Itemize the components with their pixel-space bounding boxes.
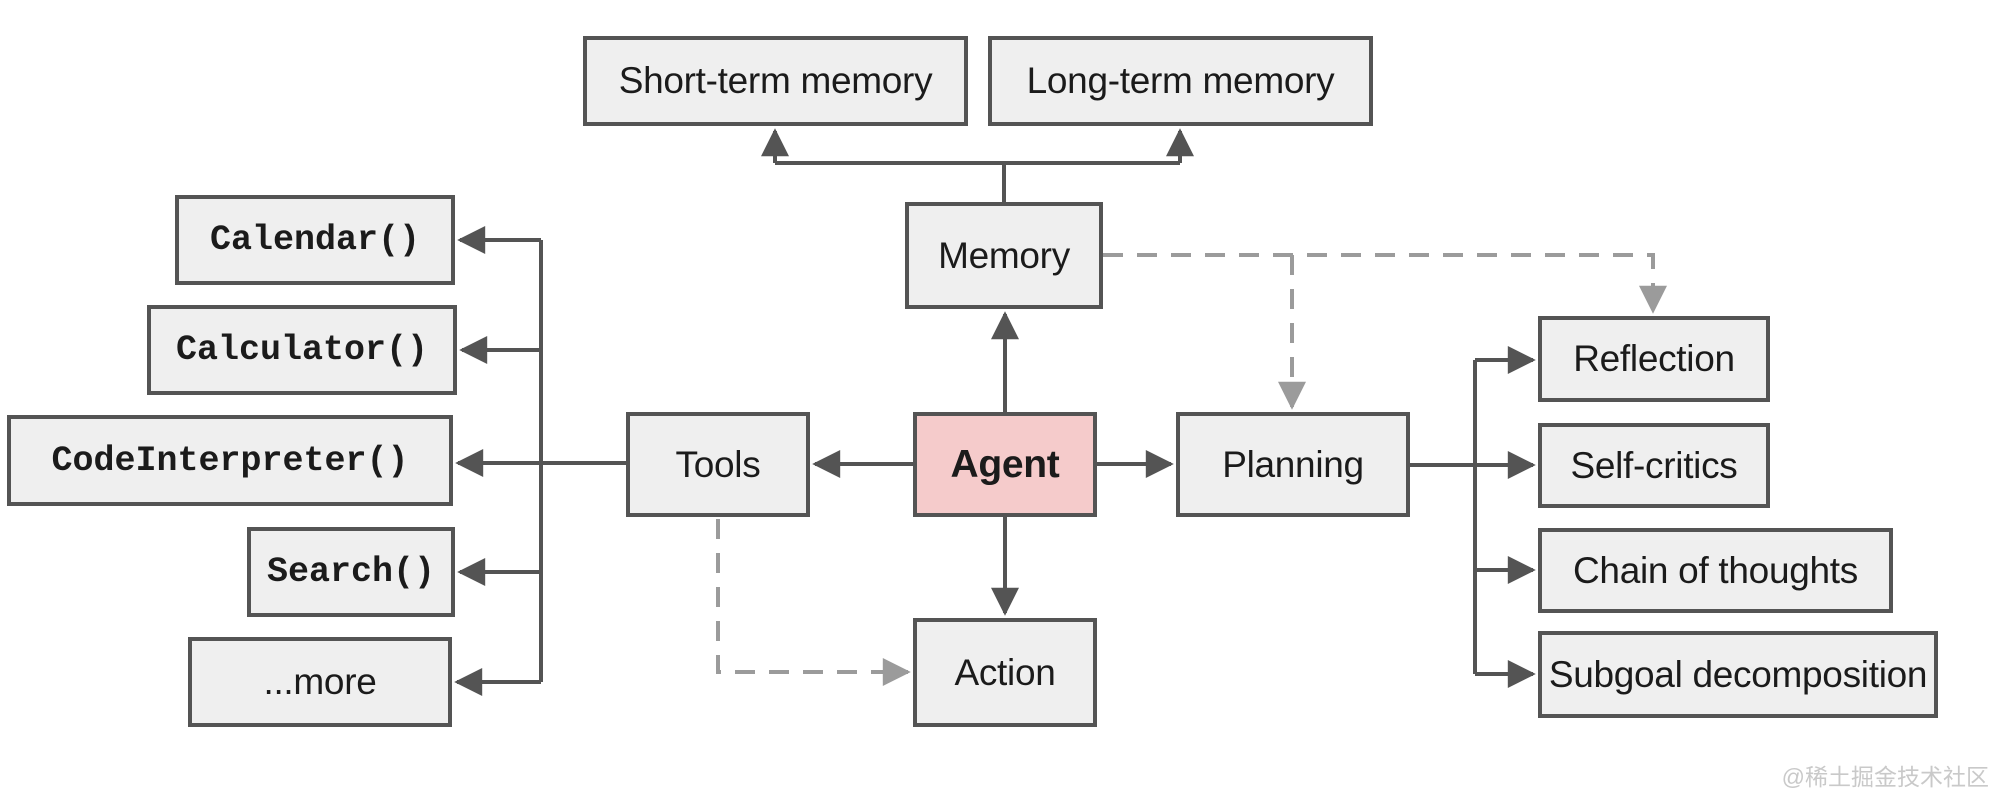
node-self-critics-label: Self-critics — [1570, 444, 1738, 486]
node-code-interpreter-label: CodeInterpreter() — [51, 440, 409, 481]
node-calendar-label: Calendar() — [209, 220, 421, 260]
node-code-interpreter: CodeInterpreter() — [7, 415, 453, 506]
node-memory-label: Memory — [938, 234, 1070, 276]
node-more-label: ...more — [263, 661, 377, 702]
node-search-label: Search() — [266, 552, 436, 592]
node-tools-label: Tools — [675, 443, 761, 485]
edge-memory-to-reflection-dashed — [1103, 253, 1667, 314]
node-search: Search() — [247, 527, 455, 617]
node-chain-of-thoughts-label: Chain of thoughts — [1573, 549, 1858, 591]
node-memory: Memory — [905, 202, 1103, 309]
node-agent-label: Agent — [950, 442, 1060, 486]
node-subgoal-decomposition-label: Subgoal decomposition — [1548, 653, 1928, 695]
node-action: Action — [913, 618, 1097, 727]
node-short-term-memory: Short-term memory — [583, 36, 968, 126]
node-action-label: Action — [954, 651, 1056, 693]
node-reflection: Reflection — [1538, 316, 1770, 402]
node-chain-of-thoughts: Chain of thoughts — [1538, 528, 1893, 613]
node-calculator: Calculator() — [147, 305, 457, 395]
node-calendar: Calendar() — [175, 195, 455, 285]
node-planning-label: Planning — [1222, 443, 1364, 485]
node-more: ...more — [188, 637, 452, 727]
node-short-term-memory-label: Short-term memory — [618, 60, 933, 101]
node-planning: Planning — [1176, 412, 1410, 517]
node-self-critics: Self-critics — [1538, 423, 1770, 508]
node-tools: Tools — [626, 412, 810, 517]
node-calculator-label: Calculator() — [175, 330, 429, 370]
node-long-term-memory: Long-term memory — [988, 36, 1373, 126]
node-agent: Agent — [913, 412, 1097, 517]
node-subgoal-decomposition: Subgoal decomposition — [1538, 631, 1938, 718]
node-reflection-label: Reflection — [1573, 338, 1735, 379]
watermark: @稀土掘金技术社区 — [1781, 764, 1989, 790]
edge-tools-to-action-dashed — [716, 519, 911, 686]
node-long-term-memory-label: Long-term memory — [1026, 60, 1335, 101]
